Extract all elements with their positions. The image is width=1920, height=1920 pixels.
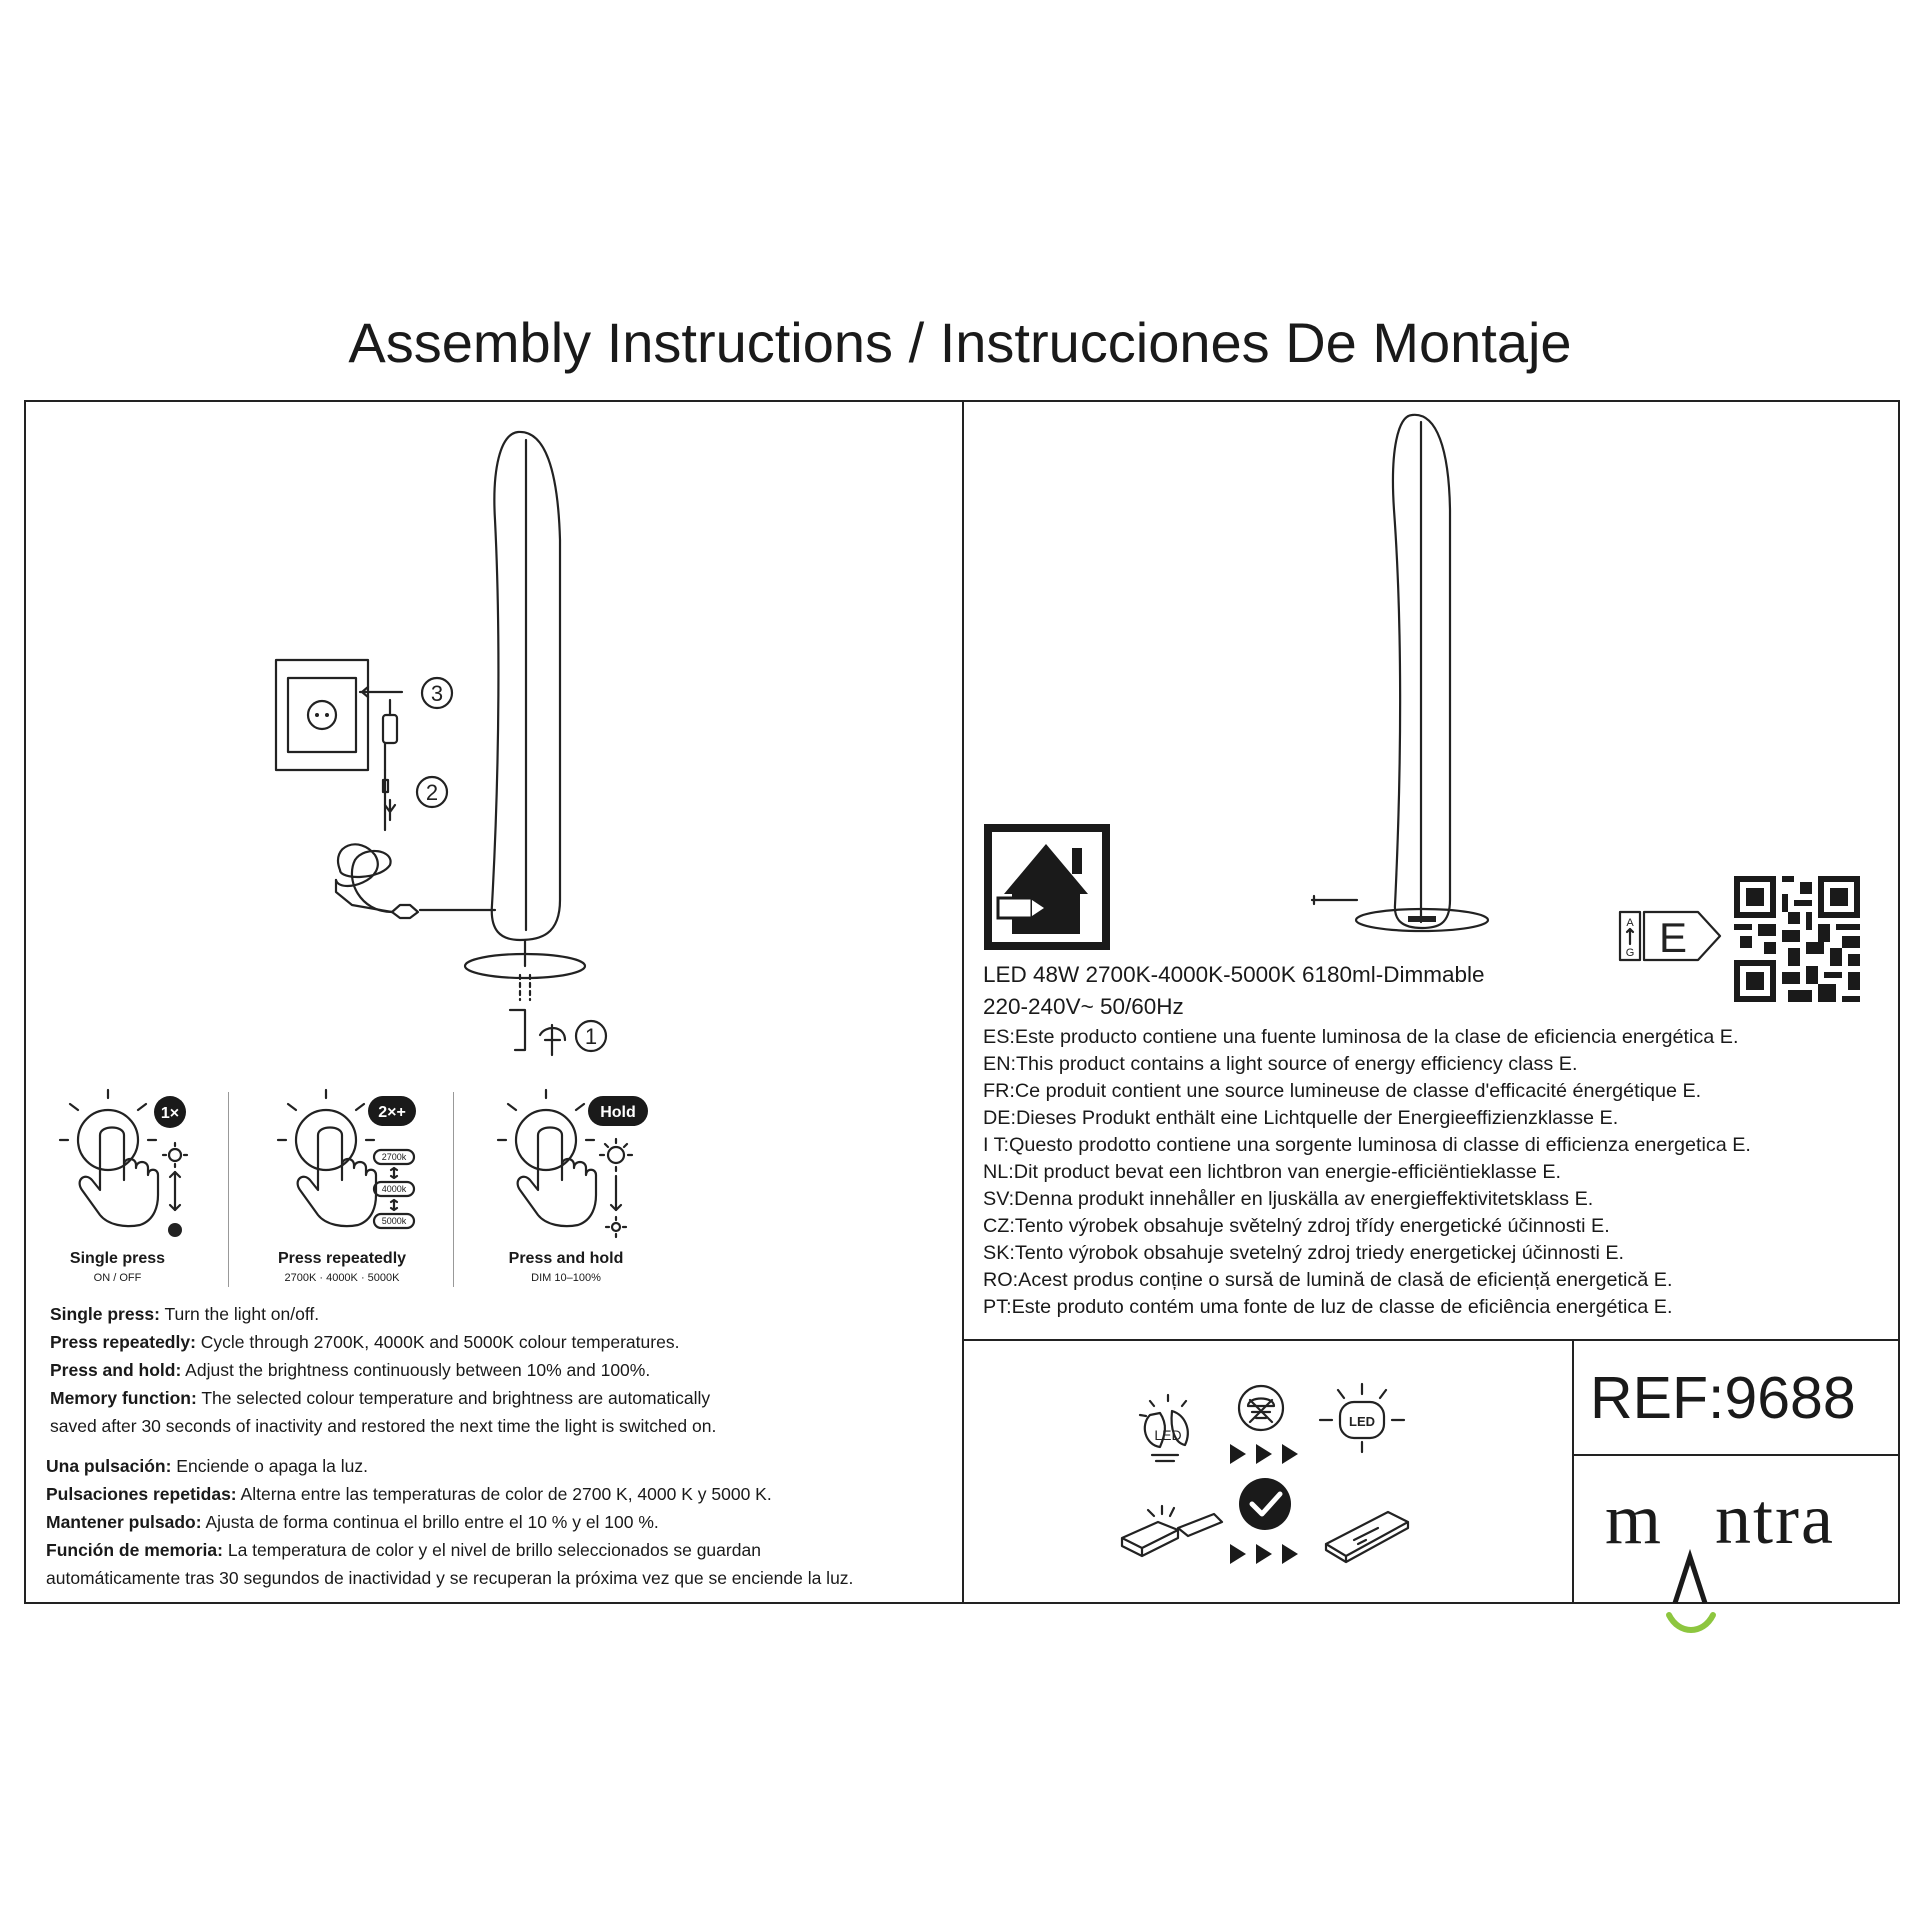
energy-statement: CZ:Tento výrobek obsahuje světelný zdroj… (983, 1215, 1610, 1237)
desc-line: Memory function: The selected colour tem… (50, 1388, 711, 1408)
energy-statement: PT:Este produto contém uma fonte de luz … (983, 1296, 1673, 1318)
energy-statement: NL:Dit product bevat een lichtbron van e… (983, 1161, 1562, 1183)
mode-press-and-hold-sub: DIM 10–100% (531, 1272, 601, 1284)
led-bulb-icon: LED (1138, 1393, 1189, 1463)
single-press-badge: 1× (154, 1096, 186, 1128)
ref-logo-divider (1572, 1454, 1900, 1456)
energy-statement: I T:Questo prodotto contiene una sorgent… (983, 1134, 1751, 1156)
desc-line: automáticamente tras 30 segundos de inac… (46, 1568, 854, 1588)
led-light-icon: LED (1318, 1382, 1406, 1454)
energy-statement: DE:Dieses Produkt enthält eine Lichtquel… (983, 1107, 1619, 1129)
brand-logo: m ntra (1605, 1478, 1835, 1633)
mode-press-repeatedly-title: Press repeatedly (277, 1250, 407, 1267)
desc-line: Press and hold: Adjust the brightness co… (50, 1360, 651, 1380)
energy-statement: RO:Acest produs conține o sursă de lumin… (983, 1269, 1673, 1291)
desc-line: Press repeatedly: Cycle through 2700K, 4… (50, 1332, 680, 1352)
mode-press-and-hold-title: Press and hold (508, 1250, 624, 1267)
energy-statement: EN:This product contains a light source … (983, 1053, 1578, 1075)
check-icon (1239, 1478, 1291, 1530)
step-1-label: 1 (585, 1024, 597, 1049)
mode-press-repeatedly-sub: 2700K · 4000K · 5000K (284, 1272, 400, 1284)
mode-single-press-title: Single press (69, 1250, 166, 1267)
lamp-assembly-illustration: 3 2 1 (274, 430, 608, 1057)
section-divider (962, 1339, 1900, 1341)
lamp-product-illustration (1310, 413, 1490, 933)
mode-press-repeatedly-illustration: 2×+ 2700k 4000k 5000k (276, 1088, 416, 1230)
indoor-use-icon (984, 824, 1110, 950)
mode-press-and-hold-illustration: Hold (496, 1088, 648, 1239)
fast-forward-icon (1230, 1444, 1298, 1464)
desc-line: Single press: Turn the light on/off. (50, 1304, 320, 1324)
press-and-hold-badge: Hold (588, 1096, 648, 1126)
energy-statement: ES:Este producto contiene una fuente lum… (983, 1026, 1739, 1048)
press-repeatedly-badge: 2×+ (368, 1096, 416, 1126)
mode-single-press-illustration: 1× (58, 1088, 189, 1237)
energy-scale-top: A (1626, 917, 1634, 929)
led-bulb-label: LED (1154, 1427, 1181, 1443)
energy-statement: FR:Ce produit contient une source lumine… (983, 1080, 1702, 1102)
mode-separator (453, 1092, 454, 1287)
svg-text:Hold: Hold (600, 1104, 636, 1121)
kelvin-2700-label: 2700k (382, 1152, 407, 1162)
fast-forward-icon (1230, 1544, 1298, 1564)
energy-statement: SK:Tento výrobok obsahuje svetelný zdroj… (983, 1242, 1625, 1264)
kelvin-5000-label: 5000k (382, 1216, 407, 1226)
led-driver-icon (1324, 1510, 1410, 1564)
svg-text:1×: 1× (161, 1105, 179, 1122)
desc-line: Una pulsación: Enciende o apaga la luz. (46, 1456, 368, 1476)
step-3-label: 3 (431, 681, 443, 706)
svg-text:2×+: 2×+ (378, 1104, 406, 1121)
mode-single-press-sub: ON / OFF (93, 1272, 142, 1284)
spec-line-voltage: 220-240V~ 50/60Hz (983, 994, 1184, 1019)
desc-line: Pulsaciones repetidas: Alterna entre las… (46, 1484, 772, 1504)
qr-code (1734, 876, 1860, 1002)
product-reference: REF:9688 (1590, 1365, 1856, 1431)
ref-divider (1572, 1339, 1574, 1604)
spec-line-power: LED 48W 2700K-4000K-5000K 6180ml-Dimmabl… (983, 962, 1485, 987)
technician-icon (1237, 1384, 1285, 1432)
energy-class-letter: E (1659, 914, 1687, 961)
column-divider (962, 400, 964, 1604)
energy-statement: SV:Denna produkt innehåller en ljuskälla… (983, 1188, 1594, 1210)
desc-line: saved after 30 seconds of inactivity and… (50, 1416, 717, 1436)
energy-scale-bottom: G (1626, 947, 1635, 959)
step-2-label: 2 (426, 780, 438, 805)
led-light-label: LED (1349, 1414, 1375, 1429)
kelvin-4000-label: 4000k (382, 1184, 407, 1194)
energy-class-label: A G E (1618, 910, 1722, 962)
brand-logo-mark (1666, 1548, 1717, 1633)
desc-line: Mantener pulsado: Ajusta de forma contin… (46, 1512, 659, 1532)
mode-separator (228, 1092, 229, 1287)
desc-line: Función de memoria: La temperatura de co… (46, 1540, 761, 1560)
page-title: Assembly Instructions / Instrucciones De… (348, 311, 1572, 374)
driver-connection-icon (1120, 1504, 1224, 1558)
